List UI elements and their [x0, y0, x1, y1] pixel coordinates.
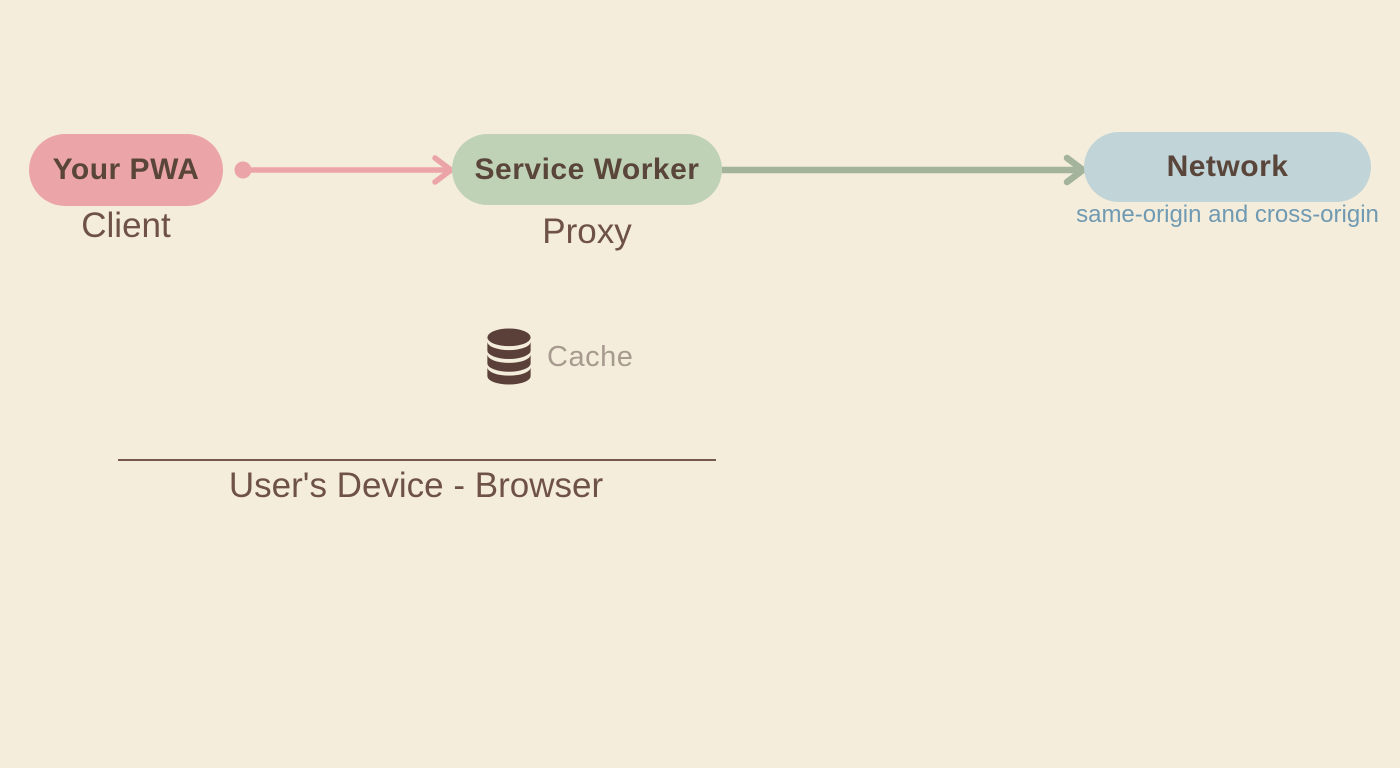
- arrow-pwa-to-service-worker: [234, 155, 454, 185]
- node-service-worker: Service Worker: [452, 134, 722, 205]
- node-your-pwa: Your PWA: [29, 134, 223, 206]
- node-your-pwa-sublabel: Client: [81, 206, 171, 245]
- device-label: User's Device - Browser: [228, 466, 604, 505]
- arrow-head: [1063, 154, 1087, 186]
- node-service-worker-label: Service Worker: [474, 152, 700, 186]
- cache-group: Cache: [485, 328, 633, 386]
- device-boundary-line: [118, 459, 716, 461]
- node-your-pwa-label: Your PWA: [52, 153, 200, 186]
- arrow-start-dot: [234, 161, 252, 179]
- node-network-sublabel: same-origin and cross-origin: [1076, 201, 1379, 228]
- arrow-head: [432, 155, 454, 185]
- node-service-worker-sublabel: Proxy: [542, 212, 632, 251]
- arrow-service-worker-to-network: [722, 154, 1087, 186]
- node-network: Network: [1084, 132, 1371, 202]
- database-icon: [487, 328, 531, 385]
- node-network-label: Network: [1166, 150, 1289, 183]
- cache-label: Cache: [547, 340, 634, 373]
